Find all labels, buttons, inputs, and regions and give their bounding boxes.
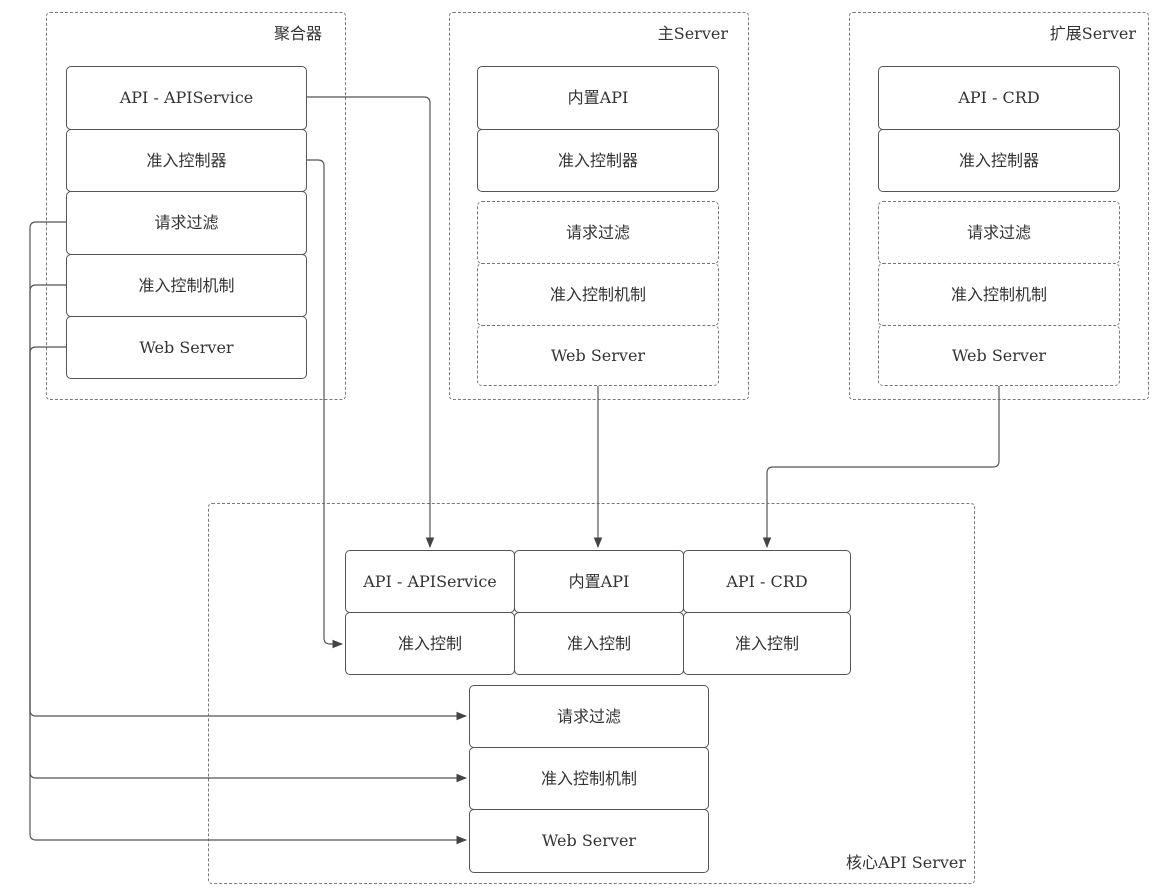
main-server-admission-controller: 准入控制器 bbox=[477, 129, 719, 192]
core-admission-control-crd: 准入控制 bbox=[683, 612, 851, 675]
aggregator-admission-mechanism: 准入控制机制 bbox=[66, 254, 307, 317]
core-admission-control-builtin: 准入控制 bbox=[514, 612, 684, 675]
ext-server-web-server: Web Server bbox=[878, 325, 1120, 386]
ext-server-api-crd: API - CRD bbox=[878, 66, 1120, 130]
core-builtin-api: 内置API bbox=[514, 550, 684, 613]
main-server-admission-mechanism: 准入控制机制 bbox=[477, 263, 719, 326]
core-admission-mechanism: 准入控制机制 bbox=[469, 747, 709, 810]
aggregator-admission-controller: 准入控制器 bbox=[66, 129, 307, 192]
aggregator-web-server: Web Server bbox=[66, 316, 307, 379]
aggregator-api-apiservice: API - APIService bbox=[66, 66, 307, 130]
main-server-web-server: Web Server bbox=[477, 325, 719, 386]
core-api-apiservice: API - APIService bbox=[345, 550, 515, 613]
core-request-filter: 请求过滤 bbox=[469, 685, 709, 748]
ext-server-admission-mechanism: 准入控制机制 bbox=[878, 263, 1120, 326]
ext-server-group-label: 扩展Server bbox=[1049, 24, 1136, 43]
ext-server-admission-controller: 准入控制器 bbox=[878, 129, 1120, 192]
core-admission-control-apiservice: 准入控制 bbox=[345, 612, 515, 675]
core-web-server: Web Server bbox=[469, 809, 709, 873]
ext-server-request-filter: 请求过滤 bbox=[878, 201, 1120, 264]
core-server-group-label: 核心API Server bbox=[846, 853, 966, 872]
main-server-group-label: 主Server bbox=[657, 24, 728, 43]
aggregator-request-filter: 请求过滤 bbox=[66, 191, 307, 255]
aggregator-group-label: 聚合器 bbox=[273, 24, 322, 43]
main-server-request-filter: 请求过滤 bbox=[477, 201, 719, 264]
core-api-crd: API - CRD bbox=[683, 550, 851, 613]
main-server-group bbox=[449, 12, 749, 400]
main-server-builtin-api: 内置API bbox=[477, 66, 719, 130]
